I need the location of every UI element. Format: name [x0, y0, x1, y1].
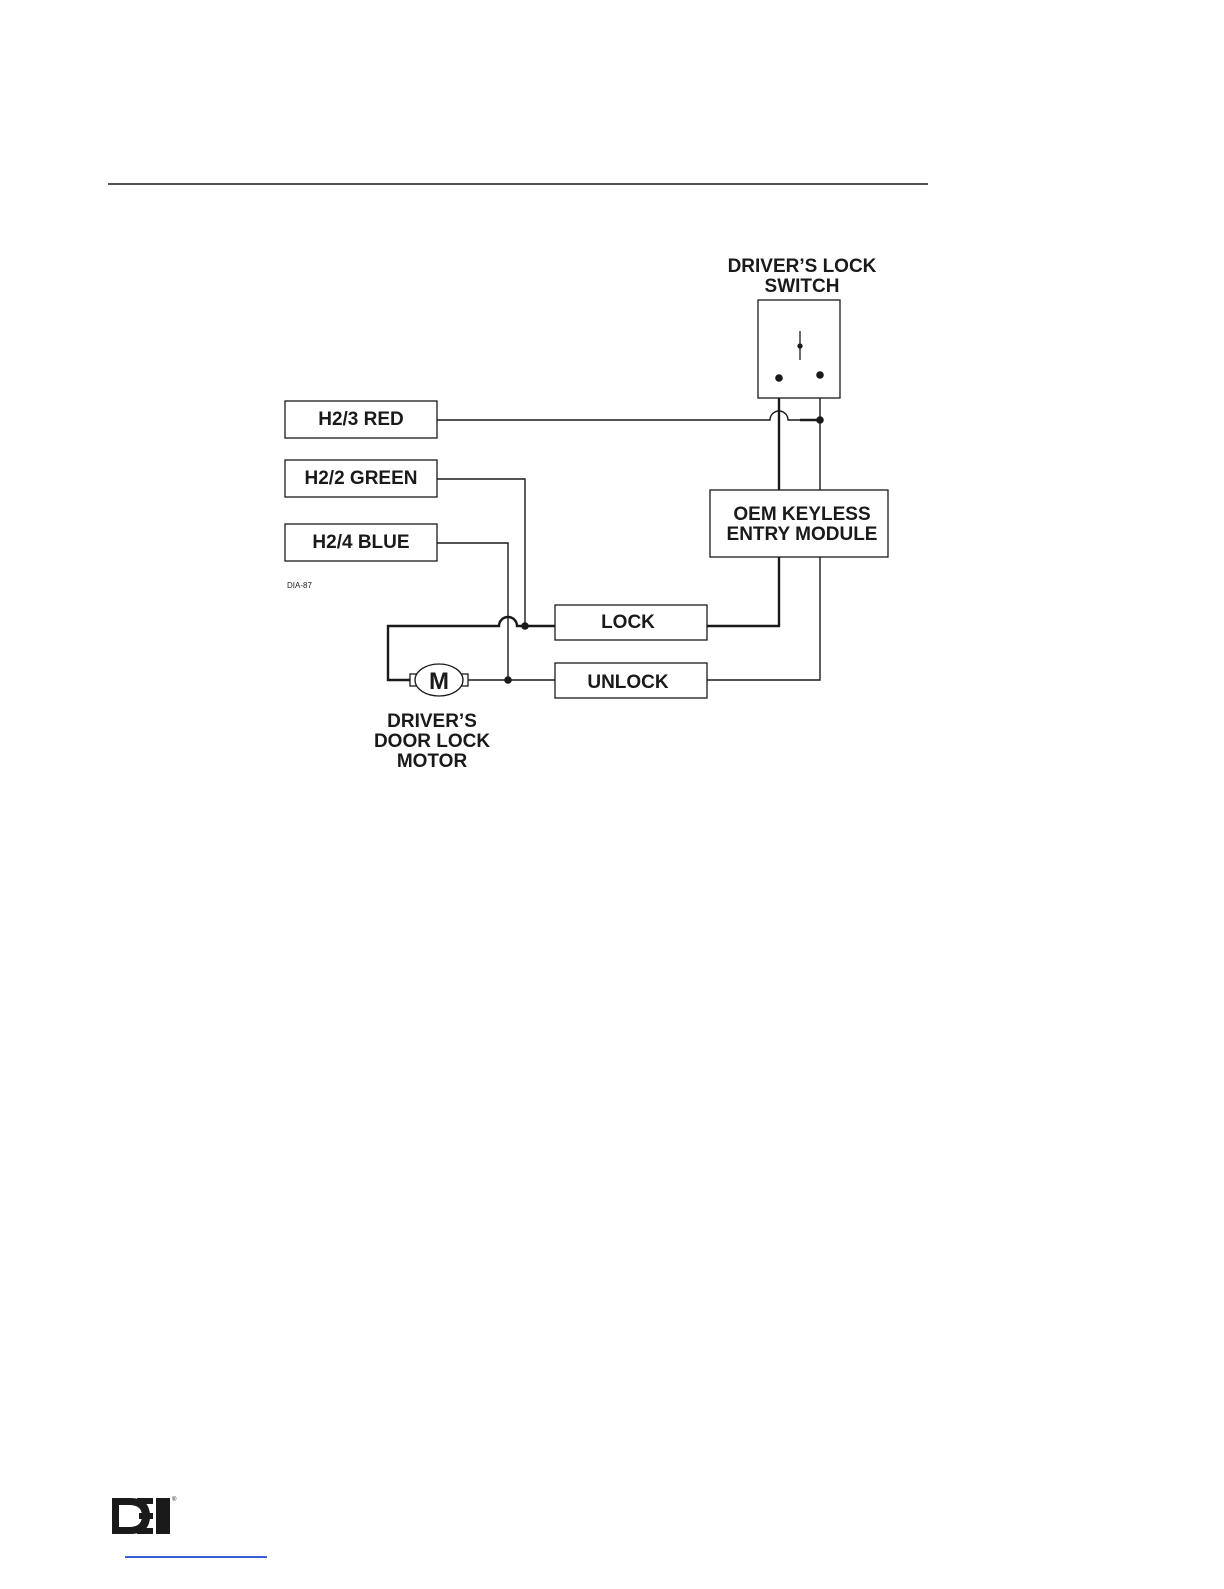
motor-symbol: M	[429, 668, 449, 695]
junction-dot	[816, 416, 824, 424]
switch-contact-dot	[797, 343, 802, 348]
wire-unlock-out	[707, 557, 820, 680]
switch-terminal-left	[775, 374, 783, 382]
wire-lock-line	[388, 617, 555, 680]
switch-title-line1: DRIVER’S LOCK	[728, 256, 877, 277]
motor-label-line3: MOTOR	[397, 751, 468, 772]
oem-module-line2: ENTRY MODULE	[727, 524, 878, 545]
figure-id: DIA-87	[287, 581, 312, 590]
lock-switch-box	[758, 300, 840, 398]
dei-logo: ®	[112, 1496, 177, 1534]
wire-blue	[437, 543, 508, 680]
h2-4-label: H2/4 BLUE	[312, 532, 409, 553]
junction-dot	[504, 676, 512, 684]
wire-red	[437, 411, 820, 420]
footer-link-underline[interactable]	[125, 1556, 267, 1558]
motor-label-line1: DRIVER’S	[387, 711, 477, 732]
lock-label: LOCK	[601, 612, 655, 633]
h2-2-label: H2/2 GREEN	[305, 468, 418, 489]
h2-3-label: H2/3 RED	[318, 409, 404, 430]
wire-green	[437, 479, 525, 626]
junction-dot	[521, 622, 529, 630]
logo-registered-mark: ®	[172, 1496, 177, 1503]
switch-title-line2: SWITCH	[765, 276, 840, 297]
switch-terminal-right	[816, 371, 824, 379]
oem-module-line1: OEM KEYLESS	[733, 504, 870, 525]
unlock-label: UNLOCK	[587, 672, 669, 693]
wire-lock-out	[707, 557, 779, 626]
motor-label-line2: DOOR LOCK	[374, 731, 490, 752]
